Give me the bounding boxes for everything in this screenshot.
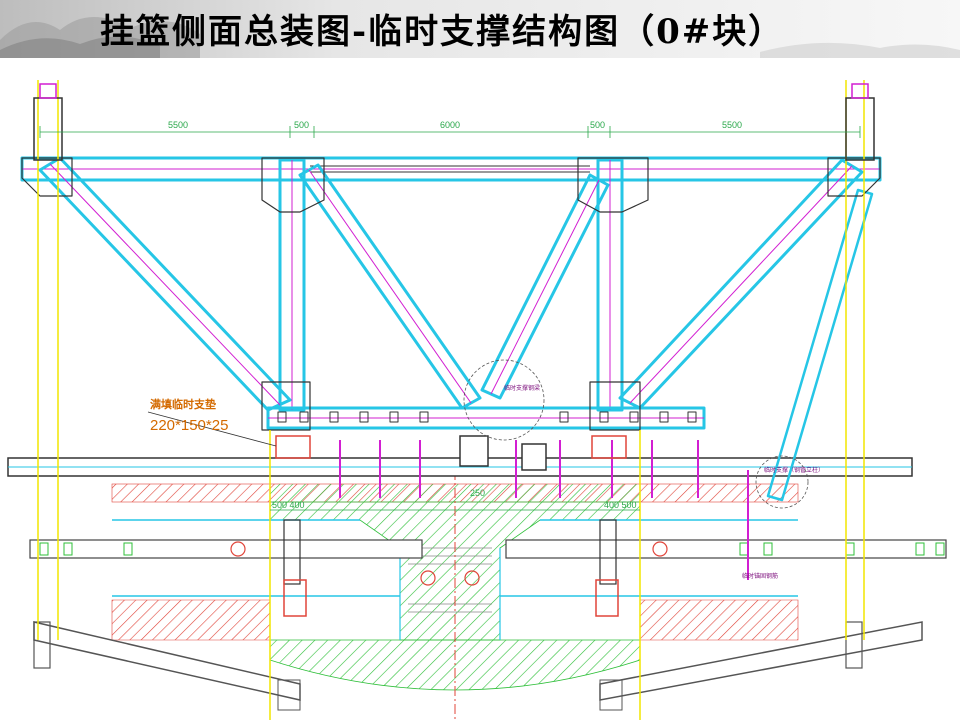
support-size: 220*150*25 [150,417,228,434]
temporary-supports [275,435,627,617]
dim-bottom-left: 500 400 [272,500,305,510]
revision-clouds [463,359,809,509]
dim-bottom-mid: 250 [470,488,485,498]
slide-title: 挂篮侧面总装图-临时支撑结构图（0#块） [100,12,785,52]
axis-lines [37,80,865,720]
right-note: 临时支撑（钢管立柱） [764,466,824,474]
dim-gap-left: 500 [294,120,309,130]
support-leader [147,411,277,447]
dim-span-left: 5500 [168,120,188,130]
concrete-block [111,470,799,720]
right-bottom-note: 临时锚固钢筋 [742,572,778,580]
top-hangers [33,83,875,161]
support-label: 满填临时支垫 [150,397,216,411]
ink-mountain-background [0,0,960,58]
dim-gap-right: 500 [590,120,605,130]
slide-header: 挂篮侧面总装图-临时支撑结构图（0#块） [0,0,960,58]
lower-beams [33,621,923,711]
dim-span-center: 6000 [440,120,460,130]
center-note: 临时支撑钢梁 [504,384,540,392]
main-longitudinal-beam [7,440,913,580]
engineering-drawing: 5500 500 6000 500 5500 500 400 250 400 5… [7,80,947,720]
dimension-chain [39,126,861,511]
dim-bottom-right: 400 500 [604,500,637,510]
truss-frame [20,156,882,502]
dim-span-right: 5500 [722,120,742,130]
